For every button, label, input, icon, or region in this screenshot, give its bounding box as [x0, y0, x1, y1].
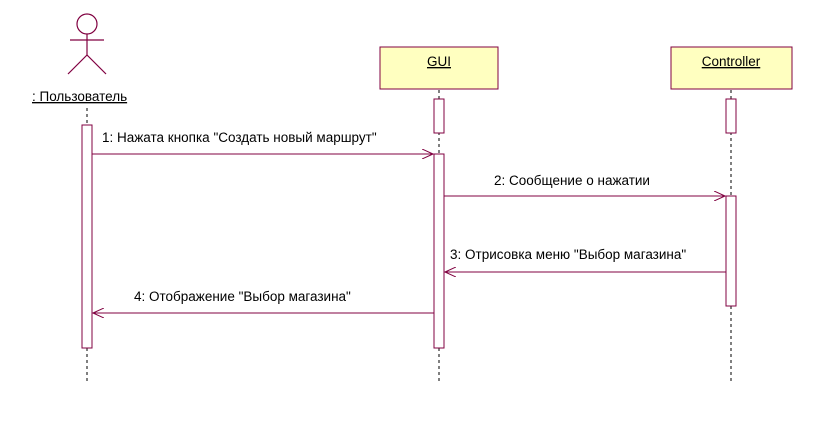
object-gui-label: GUI: [427, 54, 451, 69]
actor-label: : Пользователь: [32, 89, 127, 104]
actor-right-leg: [86, 54, 107, 75]
actor-user: : Пользователь: [32, 13, 127, 104]
message-4-label: 4: Отображение "Выбор магазина": [134, 289, 351, 304]
activation-controller: [725, 195, 737, 307]
activation-user: [81, 124, 93, 349]
object-gui-box: [379, 46, 499, 90]
object-gui: GUI: [379, 46, 499, 90]
message-2-label: 2: Сообщение о нажатии: [494, 173, 650, 188]
activation-controller-initial: [725, 98, 737, 134]
object-controller-box: [670, 46, 793, 90]
activations: [81, 98, 737, 349]
message-1: 1: Нажата кнопка "Создать новый маршрут": [92, 130, 433, 154]
object-controller-label: Controller: [702, 54, 761, 69]
actor-left-leg: [67, 54, 88, 75]
activation-gui: [433, 153, 445, 349]
message-4: 4: Отображение "Выбор магазина": [93, 289, 434, 313]
message-1-label: 1: Нажата кнопка "Создать новый маршрут": [102, 130, 377, 145]
object-controller: Controller: [670, 46, 793, 90]
message-2: 2: Сообщение о нажатии: [444, 173, 725, 196]
message-3-label: 3: Отрисовка меню "Выбор магазина": [450, 247, 686, 262]
activation-gui-initial: [433, 98, 445, 134]
actor-head: [76, 13, 98, 35]
message-3: 3: Отрисовка меню "Выбор магазина": [445, 247, 726, 272]
